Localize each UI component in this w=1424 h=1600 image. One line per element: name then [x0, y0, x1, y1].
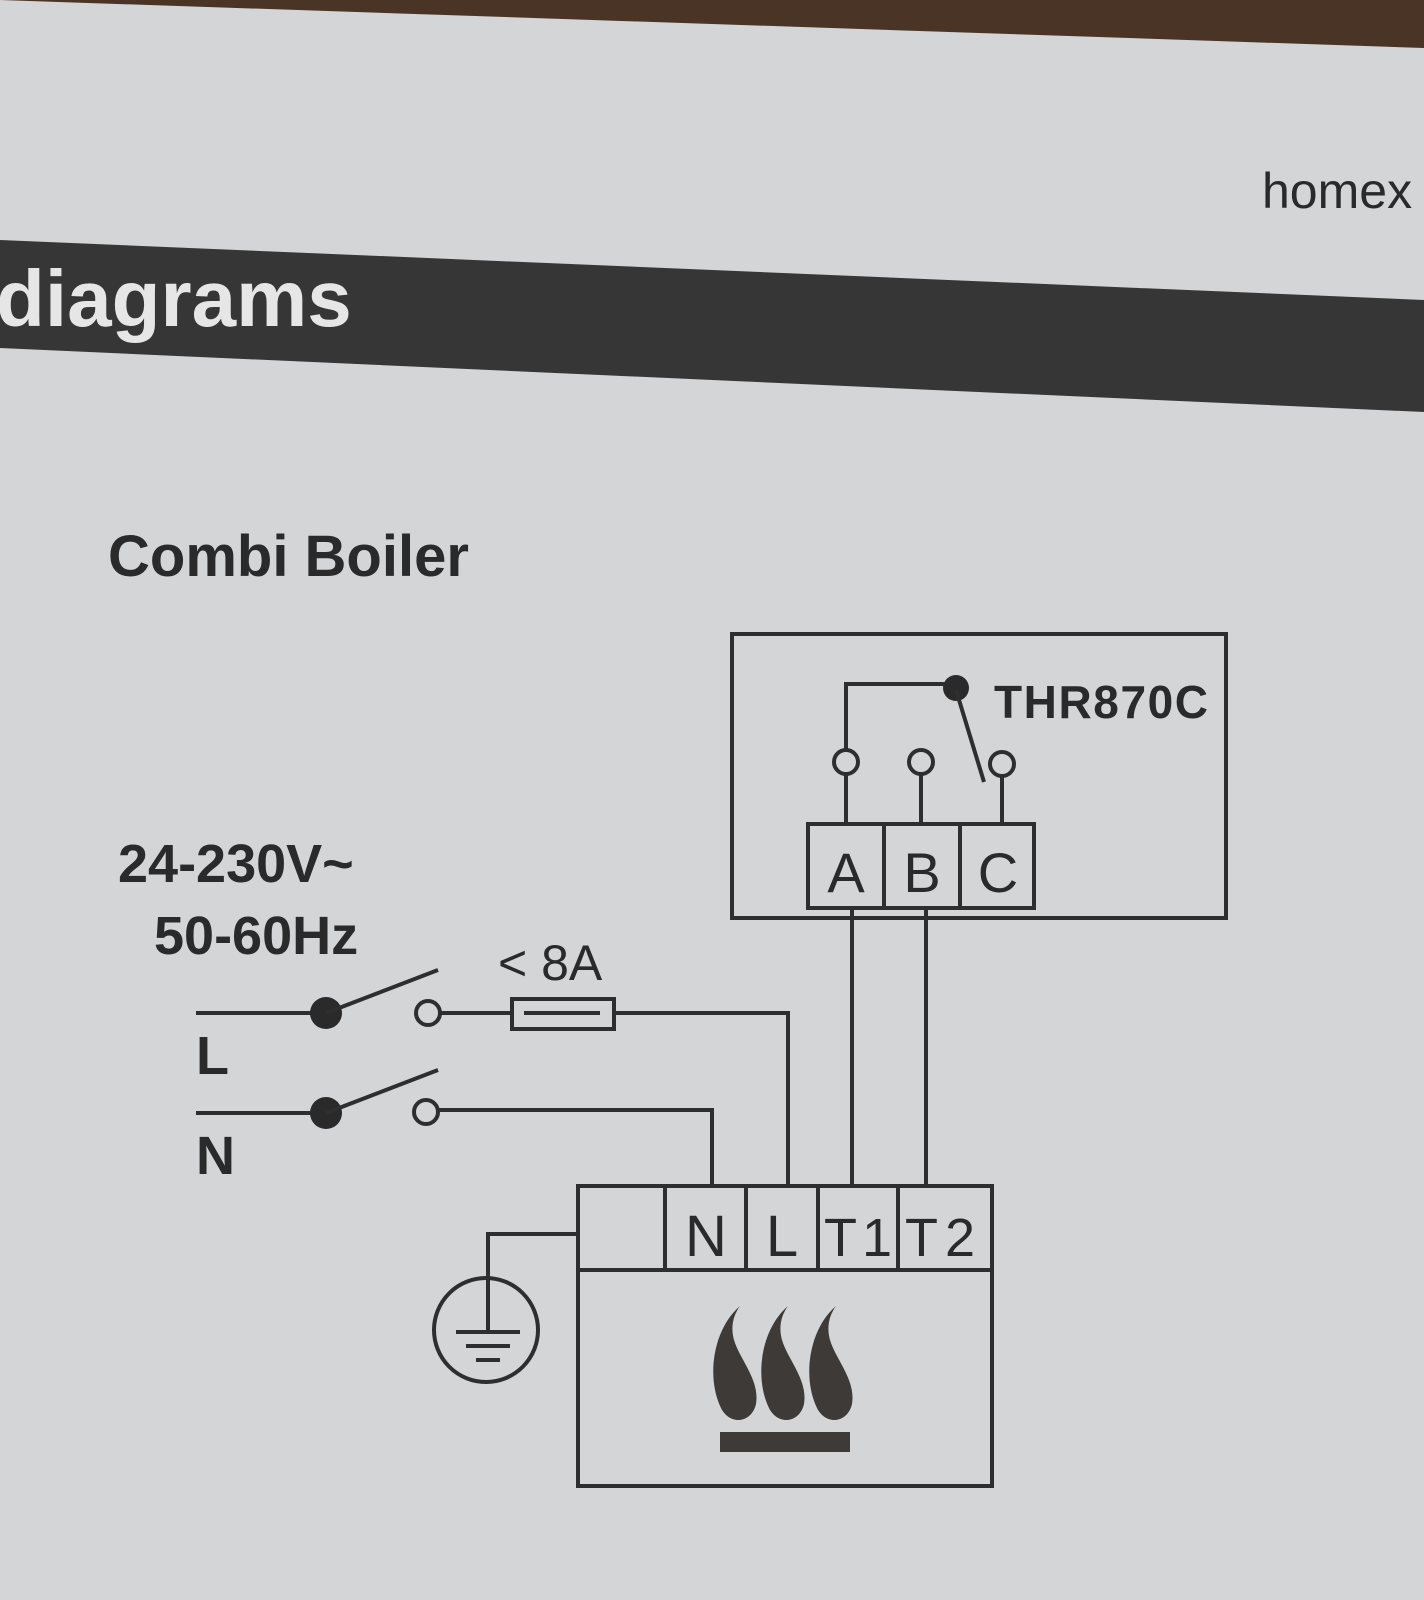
fuse-rating: < 8A	[498, 935, 603, 991]
boiler-terminal-n: N	[685, 1204, 727, 1269]
burner-bar-icon	[720, 1432, 850, 1452]
thermostat-model: THR870C	[994, 676, 1208, 728]
flame-icon	[713, 1306, 853, 1421]
terminal-b: B	[903, 841, 940, 904]
table-background	[0, 0, 1424, 48]
thermostat-unit: THR870C A B C	[730, 632, 1228, 920]
line-label: L	[196, 1026, 229, 1086]
section-title: diagrams	[0, 254, 352, 343]
neutral-circuit: N	[196, 1068, 714, 1186]
terminal-c: C	[978, 841, 1018, 904]
neutral-label: N	[196, 1126, 235, 1186]
boiler-terminal-l: L	[766, 1204, 798, 1269]
switch-common-dot	[943, 675, 969, 701]
line-circuit: L	[196, 968, 790, 1184]
boiler-terminal-t2: T2	[905, 1208, 975, 1268]
section-band	[0, 240, 1424, 412]
earth-icon	[432, 1232, 578, 1384]
thermostat-switch-arm	[954, 689, 986, 783]
supply-voltage: 24-230V~	[118, 834, 354, 894]
combi-boiler-unit: N L T1 T2	[576, 1184, 994, 1488]
brand-text: homex	[1262, 163, 1412, 219]
diagram-title: Combi Boiler	[108, 524, 469, 589]
supply-frequency: 50-60Hz	[154, 906, 358, 966]
terminal-a: A	[827, 841, 865, 904]
boiler-terminal-t1: T1	[824, 1208, 892, 1268]
